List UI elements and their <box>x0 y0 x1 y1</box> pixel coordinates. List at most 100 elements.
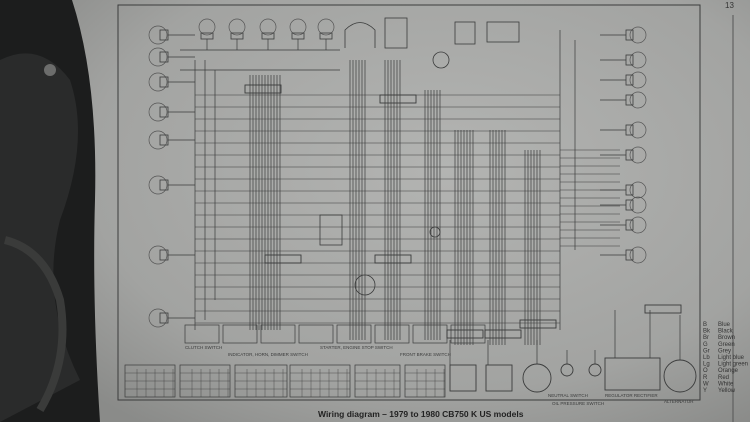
regulator-rectifier-label: REGULATOR RECTIFIER <box>605 393 658 398</box>
clutch-switch-label: CLUTCH SWITCH <box>185 345 222 350</box>
engine-bolt <box>44 64 56 76</box>
ground-icon <box>429 226 441 238</box>
starter-relay <box>454 21 476 45</box>
legend-color-name: Orange <box>718 368 739 374</box>
starter-engine-stop-switch-label: STARTER, ENGINE STOP SWITCH <box>320 345 393 350</box>
bulb-socket <box>625 74 634 86</box>
bulb-icon <box>629 91 647 109</box>
legend-color-name: Green <box>718 342 735 348</box>
bulb-icon <box>629 181 647 199</box>
switch-table <box>234 364 288 398</box>
engine-hose <box>3 236 67 413</box>
bulb-icon <box>289 18 307 36</box>
bulb-socket <box>625 54 634 66</box>
handlebar-switch <box>222 324 258 344</box>
legend-color-name: White <box>718 381 734 387</box>
bulb-socket <box>200 32 214 40</box>
legend-code: Gr <box>703 348 710 354</box>
bulb-socket <box>159 134 169 146</box>
bulb-icon <box>148 175 168 195</box>
indicator-horn-dimmer-switch-label: INDICATOR, HORN, DIMMER SWITCH <box>228 352 308 357</box>
bulb-icon <box>148 102 168 122</box>
bulb-socket <box>159 179 169 191</box>
bulb-icon <box>148 72 168 92</box>
bulb-socket <box>159 76 169 88</box>
bulb-icon <box>148 308 168 328</box>
bulb-icon <box>317 18 335 36</box>
page-number: 13 <box>725 1 734 10</box>
bulb-socket <box>625 124 634 136</box>
legend-code: Lg <box>703 362 710 368</box>
bulb-socket <box>319 32 333 40</box>
bulb-socket <box>159 312 169 324</box>
legend-color-name: Red <box>718 375 729 381</box>
switch-table <box>124 364 176 398</box>
bulb-socket <box>159 106 169 118</box>
bulb-socket <box>625 149 634 161</box>
bulb-socket <box>625 219 634 231</box>
oil-pressure-switch-icon <box>588 363 602 377</box>
legend-code: O <box>703 368 708 374</box>
regulator-rectifier <box>604 357 661 391</box>
legend-color-name: Light blue <box>718 355 745 361</box>
legend-code: Bk <box>703 329 711 335</box>
legend-code: Lb <box>703 355 710 361</box>
ignition-coils <box>319 214 343 246</box>
starter-motor-icon <box>432 51 450 69</box>
bulb-icon <box>148 47 168 67</box>
connector-block <box>264 254 302 264</box>
bulb-socket <box>625 29 634 41</box>
bulb-socket <box>625 94 634 106</box>
bulb-icon <box>629 51 647 69</box>
speedometer-connector <box>344 22 376 48</box>
legend-code: R <box>703 375 708 381</box>
connector-block <box>519 319 557 329</box>
ignition-unit <box>485 364 513 392</box>
handlebar-switch <box>412 324 448 344</box>
components <box>124 17 697 398</box>
bulb-icon <box>148 130 168 150</box>
bulb-icon <box>629 216 647 234</box>
bulb-socket <box>159 51 169 63</box>
legend-code: Y <box>703 388 707 394</box>
alternator-icon <box>663 359 697 393</box>
diagram-title: Wiring diagram – 1979 to 1980 CB750 K US… <box>318 409 524 419</box>
battery <box>486 21 520 43</box>
switch-table <box>289 364 351 398</box>
switch-table <box>404 364 446 398</box>
bulb-socket <box>230 32 244 40</box>
legend-color-name: Light green <box>718 362 748 368</box>
switch-table <box>179 364 231 398</box>
legend-color-name: Brown <box>718 335 735 341</box>
legend-color-name: Yellow <box>718 388 736 394</box>
bulb-icon <box>629 26 647 44</box>
ignition-unit <box>449 364 477 392</box>
paper-page <box>72 0 750 422</box>
legend-color-name: Grey <box>718 348 731 354</box>
neutral-switch-label: NEUTRAL SWITCH <box>548 393 588 398</box>
bulb-icon <box>148 245 168 265</box>
neutral-switch-icon <box>560 363 574 377</box>
bulb-icon <box>629 246 647 264</box>
bulb-socket <box>159 29 169 41</box>
horn-icon <box>354 274 376 296</box>
oil-pressure-switch-label: OIL PRESSURE SWITCH <box>552 401 604 406</box>
handlebar-switch <box>184 324 220 344</box>
legend-color-name: Black <box>718 329 734 335</box>
bulb-icon <box>629 196 647 214</box>
fuse-box <box>384 17 408 49</box>
legend-color-name: Blue <box>718 322 731 328</box>
pulse-generator-icon <box>522 363 552 393</box>
connector-block <box>379 94 417 104</box>
bulb-icon <box>148 25 168 45</box>
bulb-socket <box>625 249 634 261</box>
bulb-icon <box>629 146 647 164</box>
legend-code: W <box>703 381 709 387</box>
connector-block <box>644 304 682 314</box>
switch-table <box>354 364 401 398</box>
bulb-icon <box>629 121 647 139</box>
legend-code: Br <box>703 335 709 341</box>
bulb-socket <box>261 32 275 40</box>
